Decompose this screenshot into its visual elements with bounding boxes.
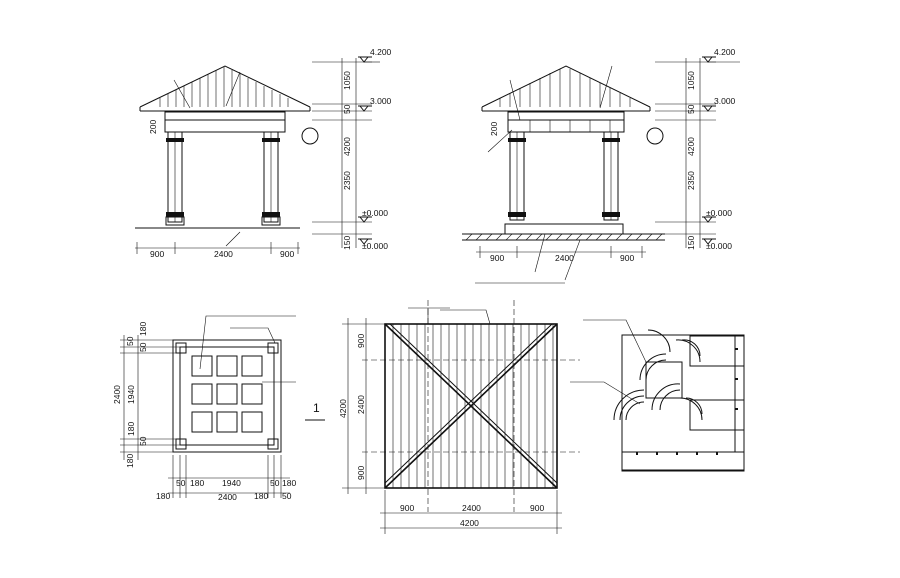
- front-dim-2400: 2400: [214, 249, 233, 259]
- side-dim-1050: 1050: [686, 71, 696, 90]
- plan-dim-1940-horizontal: 1940: [222, 478, 241, 488]
- side-elev-3000: 3.000: [714, 96, 736, 106]
- side-dim-150: 150: [686, 236, 696, 250]
- plan-dim-50-top-left: 50: [125, 336, 135, 346]
- roof-dim-2400-v: 2400: [356, 395, 366, 414]
- plan-dim-180-bottom-1: 180: [190, 478, 204, 488]
- roof-dim-4200-v: 4200: [338, 399, 348, 418]
- side-elev-zero-2: ±0.000: [706, 241, 732, 251]
- front-elev-3000: 3.000: [370, 96, 392, 106]
- roof-dim-900-bottom-v: 900: [356, 466, 366, 480]
- plan-section-mark: 1: [313, 401, 320, 415]
- side-elevation: 900 2400 900 4.200 3.000 ±0.000 ±0.000 1…: [462, 47, 740, 284]
- floor-plan: 180 50 50 2400 1940 180 50 180 1 50 180 …: [112, 315, 325, 502]
- front-elev-zero-2: ±0.000: [362, 241, 388, 251]
- plan-dim-180-left-v: 180: [126, 422, 136, 436]
- front-dim-50: 50: [342, 104, 352, 114]
- front-elevation: 900 2400 900 4.200 3.000 ±0.000 ±0.000 1…: [135, 47, 392, 259]
- plan-dim-50-top-left-2: 50: [138, 342, 148, 352]
- side-dim-2350: 2350: [686, 171, 696, 190]
- side-dim-2400: 2400: [555, 253, 574, 263]
- plan-dim-180-bottom-left: 180: [156, 491, 170, 501]
- front-roof-rafters: [159, 67, 289, 109]
- front-dim-150: 150: [342, 236, 352, 250]
- plan-dim-2400-vertical: 2400: [112, 385, 122, 404]
- plan-dim-180-bottom-right: 180: [254, 491, 268, 501]
- side-roof-rafters: [499, 65, 631, 121]
- front-elev-zero-1: ±0.000: [362, 208, 388, 218]
- roof-boards: [392, 324, 554, 488]
- front-dim-900-right: 900: [280, 249, 294, 259]
- roof-plan: 900 2400 4200 900 900 2400 900 4200: [338, 300, 580, 534]
- plan-dim-50-bottom-right: 50: [282, 491, 292, 501]
- roof-dim-900-top-v: 900: [356, 334, 366, 348]
- plan-dim-50-bottom-1: 50: [176, 478, 186, 488]
- side-dim-900-left: 900: [490, 253, 504, 263]
- front-dim-1050: 1050: [342, 71, 352, 90]
- plan-dim-2400-horizontal: 2400: [218, 492, 237, 502]
- side-elev-4200: 4.200: [714, 47, 736, 57]
- side-dim-200: 200: [489, 122, 499, 136]
- roof-dim-900-right: 900: [530, 503, 544, 513]
- plan-dim-180-top-left: 180: [138, 322, 148, 336]
- side-dim-4200: 4200: [686, 137, 696, 156]
- front-dim-2350: 2350: [342, 171, 352, 190]
- plan-dim-180-left-v2: 180: [125, 454, 135, 468]
- side-dim-900-right: 900: [620, 253, 634, 263]
- front-dim-900-left: 900: [150, 249, 164, 259]
- roof-dim-2400-h: 2400: [462, 503, 481, 513]
- side-elev-zero-1: ±0.000: [706, 208, 732, 218]
- front-elev-4200: 4.200: [370, 47, 392, 57]
- roof-dim-4200-h: 4200: [460, 518, 479, 528]
- plan-dim-50-left-v: 50: [138, 436, 148, 446]
- plan-dim-50-bottom-2: 50: [270, 478, 280, 488]
- plan-dim-180-bottom-2: 180: [282, 478, 296, 488]
- roof-dim-900-left: 900: [400, 503, 414, 513]
- joint-detail: [570, 319, 745, 472]
- plan-dim-1940-vertical: 1940: [126, 385, 136, 404]
- side-dim-50: 50: [686, 104, 696, 114]
- front-dim-200: 200: [148, 120, 158, 134]
- front-dim-4200: 4200: [342, 137, 352, 156]
